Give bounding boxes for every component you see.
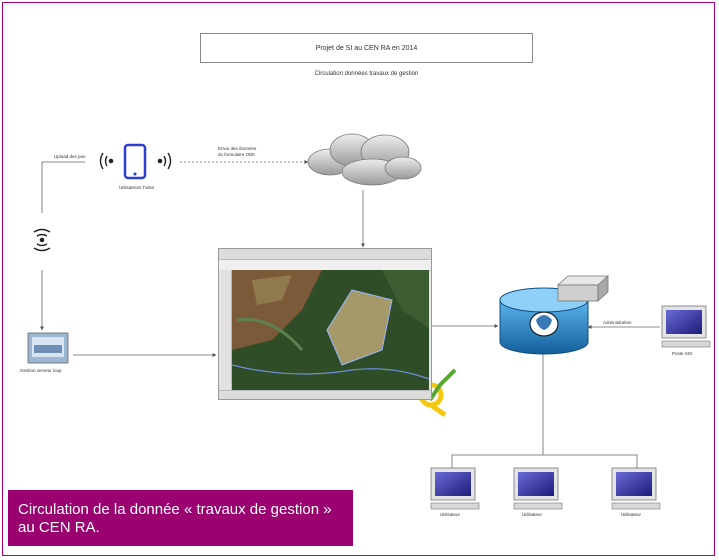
diagram-title-box: Projet de SI au CEN RA en 2014 [200, 33, 533, 63]
wifi-vertical-icon [33, 228, 51, 252]
label-envoi-2: du formulaire ODK [218, 152, 256, 157]
label-user-1: Utilisateur [440, 512, 461, 517]
connector-lines [40, 160, 660, 468]
gis-map-view [232, 270, 429, 391]
figure-caption: Circulation de la donnée « travaux de ge… [8, 490, 353, 546]
label-upload: Upload des pun [54, 154, 86, 159]
diagram-title: Projet de SI au CEN RA en 2014 [315, 44, 418, 52]
gis-side-toolbar [219, 270, 232, 391]
line-users-bus [451, 454, 638, 468]
smartphone-icon [123, 143, 147, 180]
wifi-left-icon [99, 152, 114, 170]
gestion-device-icon [27, 332, 69, 364]
label-administration: Administration [603, 320, 632, 325]
label-mobile-user: Utilisateurs Tuiles [119, 185, 155, 190]
user-pc-3-icon [611, 467, 661, 510]
diagram-subtitle: Circulation données travaux de gestion [314, 71, 419, 77]
line-upload [41, 161, 85, 213]
cloud-icon [307, 133, 422, 186]
user-pc-1-icon [430, 467, 480, 510]
user-pc-2-icon [513, 467, 563, 510]
label-admin-pc: Poste SIG [672, 351, 693, 356]
label-user-2: Utilisateur [522, 512, 543, 517]
label-user-3: Utilisateur [621, 512, 642, 517]
map-image [232, 270, 429, 391]
label-gestion: Gestion serveur loup [20, 368, 62, 373]
gis-menubar [219, 249, 431, 260]
wifi-right-icon [157, 152, 172, 170]
gis-statusbar [219, 390, 431, 399]
label-envoi: Envoi des données [218, 146, 257, 151]
server-icon [556, 275, 610, 302]
admin-pc-icon [661, 305, 711, 348]
gis-screenshot [218, 248, 432, 400]
